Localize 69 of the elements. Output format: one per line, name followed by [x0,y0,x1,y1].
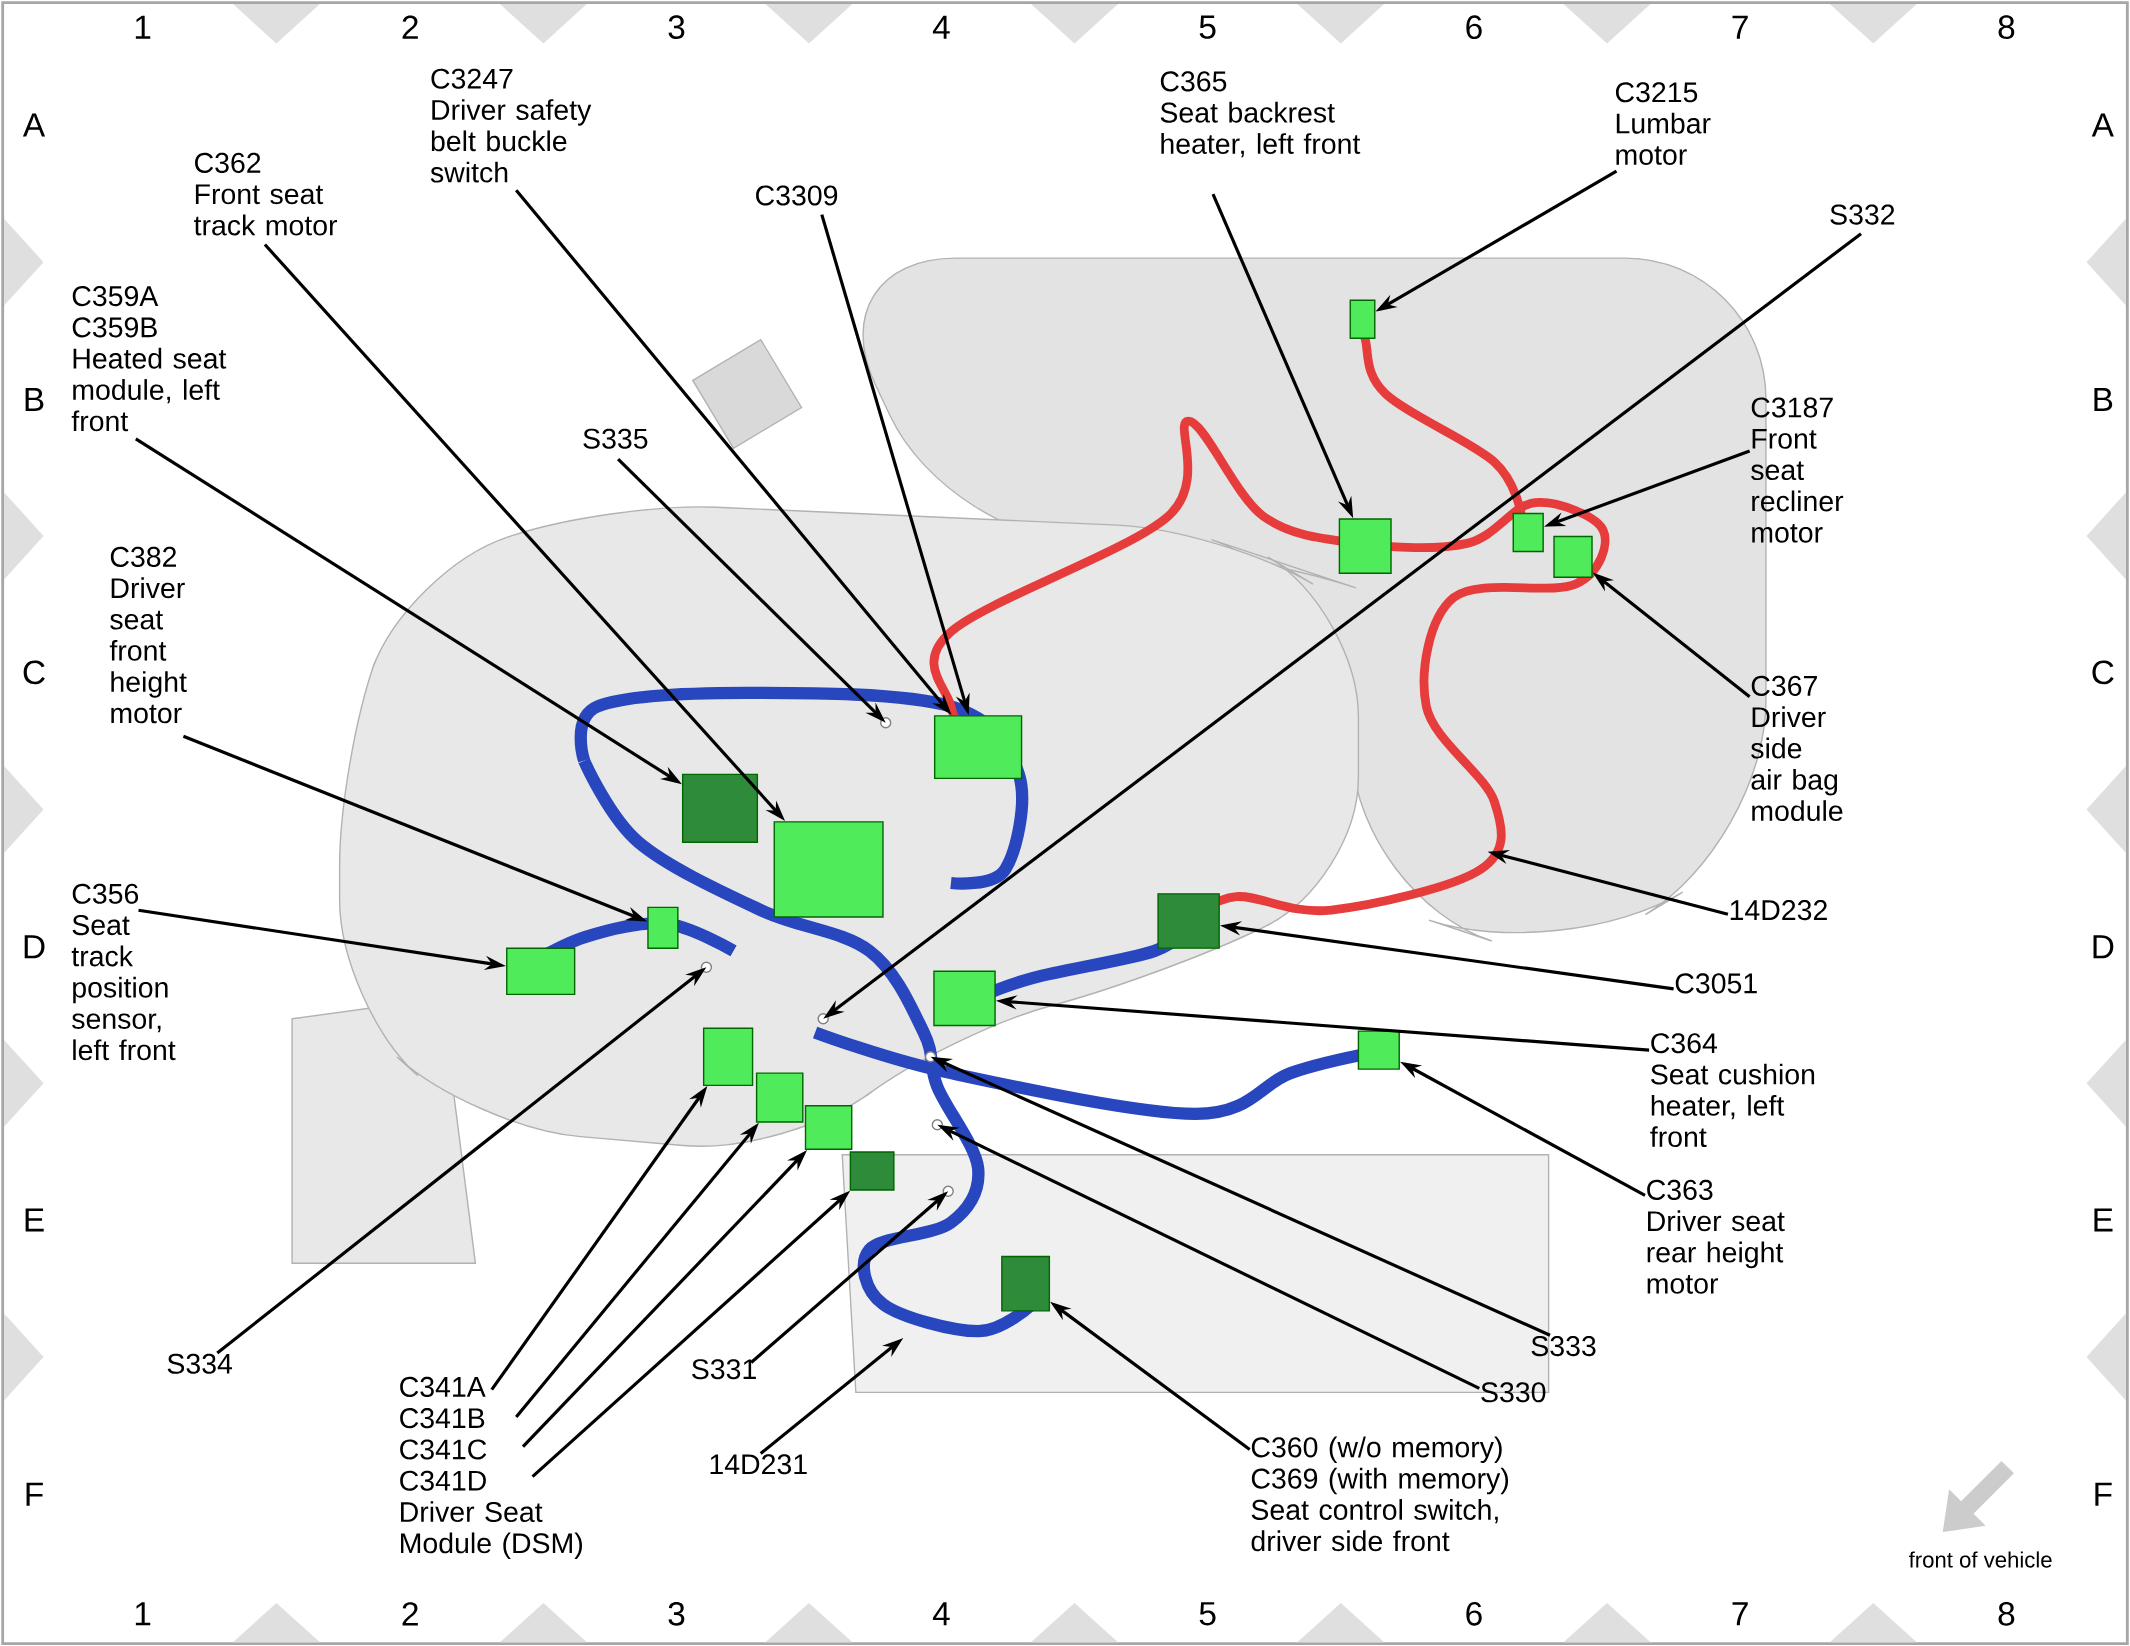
grid-label: D [24,935,45,959]
connector-plug [1349,299,1376,339]
connector-plug [1553,535,1593,578]
callout-label: S333 [1531,1335,1596,1356]
callout-label: C362 Front seat track motor [194,152,338,236]
callout-label: S332 [1830,204,1895,225]
grid-label: B [25,387,44,411]
grid-label: 6 [1466,1601,1482,1626]
grid-label: D [2093,935,2114,959]
callout-label: S334 [167,1353,233,1374]
grid-label: C [2092,660,2114,684]
connector-plug [681,773,759,843]
note-text: front of vehicle [1908,1551,2052,1568]
connector-plug [1512,512,1544,552]
connector-plug [933,970,996,1027]
connector-plug [702,1027,754,1086]
grid-label: 1 [135,15,151,39]
grid-label: B [2094,387,2113,411]
connector-plug [755,1072,804,1123]
callout-label: C382 Driver seat front height motor [109,546,187,724]
callout-label: C367 Driver side air bag module [1751,675,1843,821]
callout-label: C356 Seat track position sensor, left front [71,883,176,1061]
callout-label: S335 [583,428,648,449]
grid-label: 3 [668,15,685,39]
callout-label: S331 [692,1358,756,1380]
callout-label: C365 Seat backrest heater, left front [1160,71,1361,158]
callout-label: C3187 Front seat recliner motor [1751,397,1844,543]
grid-label: A [2091,113,2114,137]
connector-plug [804,1104,853,1150]
grid-label: 5 [1199,1601,1216,1626]
connector-plug [849,1151,895,1191]
callout-label: C3051 [1675,973,1757,994]
connector-plug [1157,892,1220,949]
grid-label: 6 [1466,15,1482,39]
grid-label: 1 [135,1602,151,1626]
callout-label: C3309 [756,185,838,206]
callout-label: 14D231 [710,1454,807,1475]
grid-label: 4 [932,1602,950,1626]
grid-label: 5 [1199,15,1216,39]
callout-label: 14D232 [1730,899,1827,920]
connector-plug [1001,1255,1051,1312]
callout-label: C360 (w/o memory) C369 (with memory) Seat control switch, driver side front [1251,1436,1508,1552]
connector-plug [506,947,576,995]
callout-label: C359A C359B Heated seat module, left front [71,285,227,432]
grid-label: E [2094,1208,2113,1232]
grid-label: 2 [402,15,418,39]
grid-label: A [22,113,46,137]
grid-label: 3 [668,1601,685,1626]
connector-plug [1338,518,1392,574]
grid-label: 8 [1998,15,2015,39]
connector-plug [773,820,884,918]
callout-label: C3247 Driver safety belt buckle switch [430,68,592,183]
callout-label: C363 Driver seat rear height motor [1647,1179,1785,1294]
grid-label: E [25,1208,44,1232]
grid-label: 7 [1732,1602,1748,1626]
callout-label: C3215 Lumbar motor [1615,82,1711,165]
connector-plug [647,906,679,949]
grid-label: F [26,1482,43,1506]
connector-plug [933,714,1023,779]
callout-label: C364 Seat cushion heater, left front [1650,1032,1815,1147]
grid-label: C [23,660,45,684]
grid-label: F [2095,1482,2112,1506]
callout-label: S330 [1481,1382,1546,1403]
grid-label: 2 [402,1601,418,1626]
callout-label: C341A C341B C341C C341D Driver Seat Module (DSM) [400,1376,582,1559]
connector-plug [1357,1030,1400,1070]
grid-label: 4 [932,15,950,39]
grid-label: 8 [1998,1601,2015,1626]
grid-label: 7 [1732,15,1748,39]
